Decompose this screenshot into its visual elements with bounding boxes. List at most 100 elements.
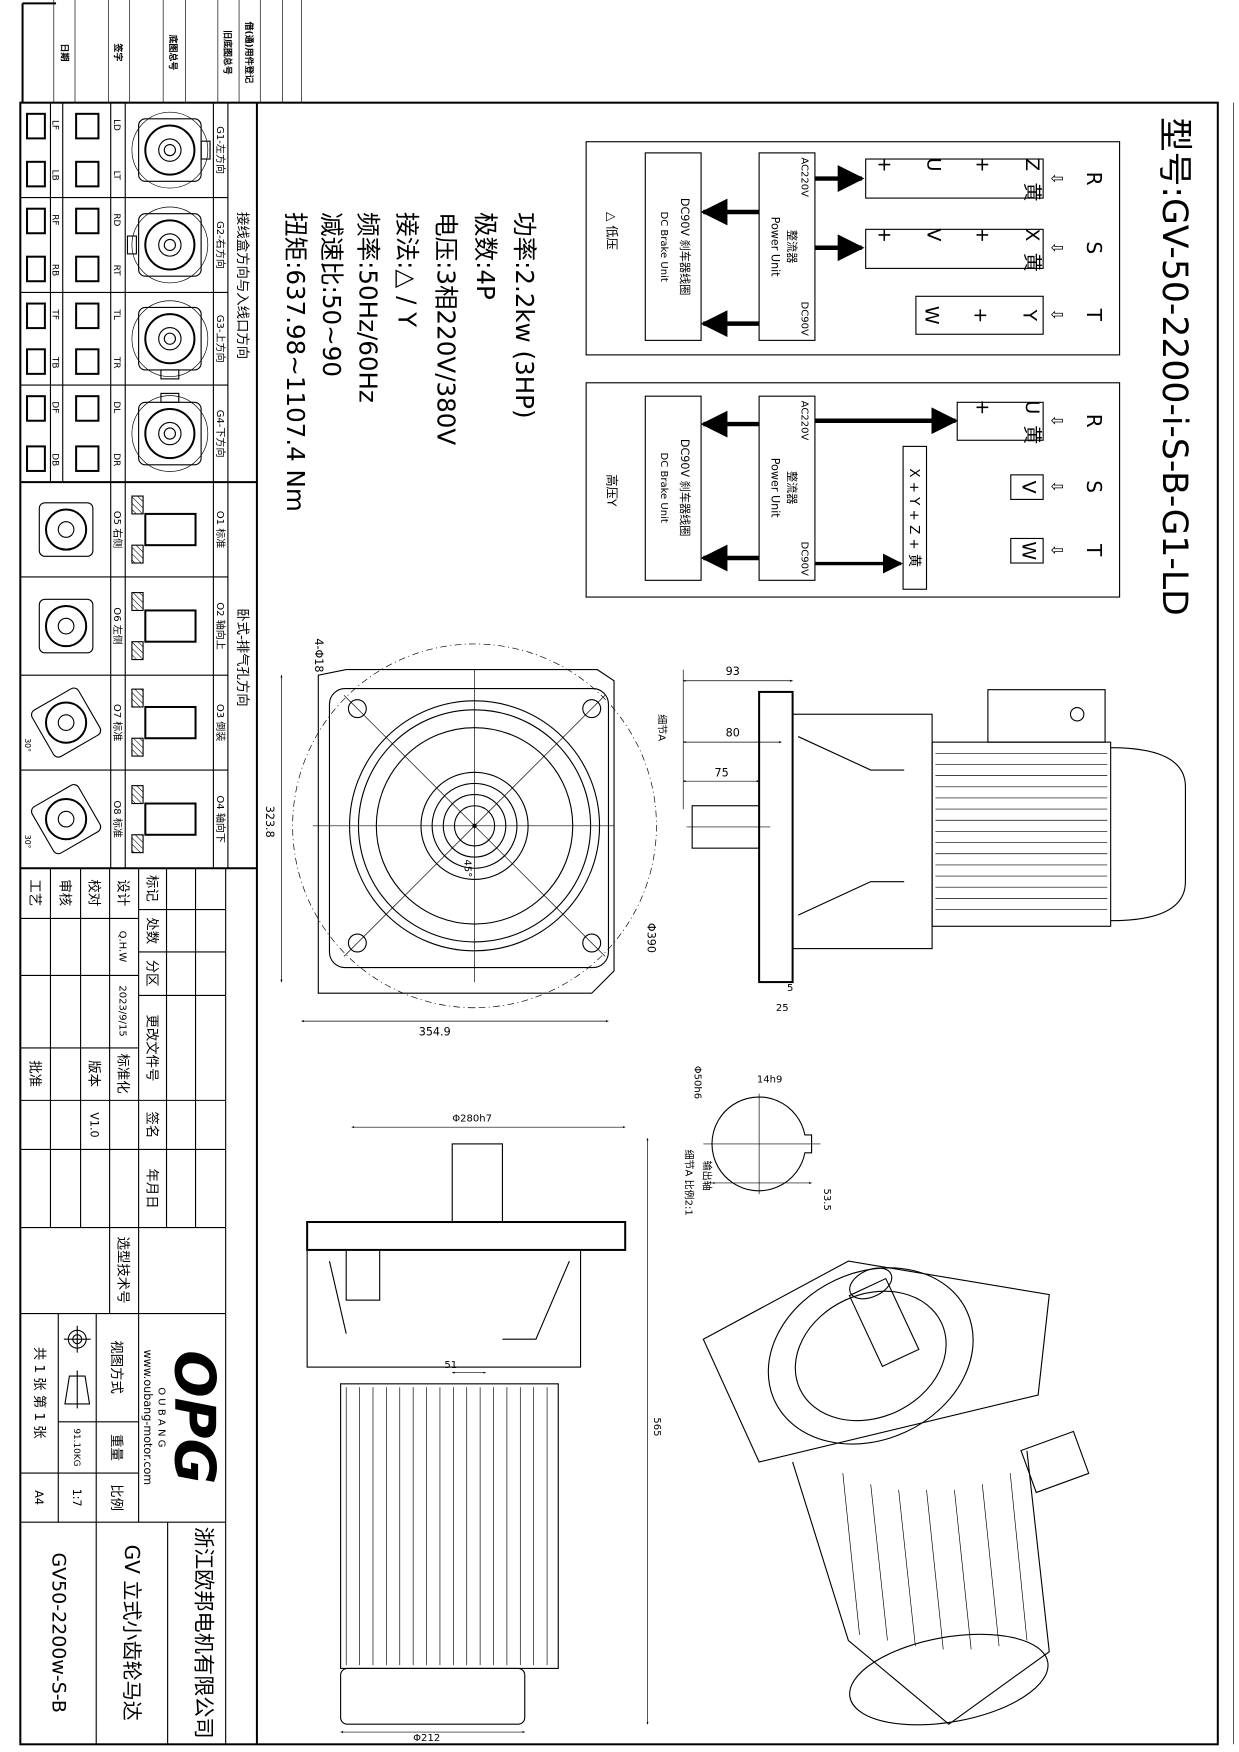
terminal-box-icon — [160, 369, 180, 380]
angle-label: 30° — [23, 835, 32, 849]
terminal-box-XV: X + V + 黄 — [865, 224, 1044, 271]
margin-label-date: 日期 — [59, 44, 71, 62]
motor-face-drawing — [158, 138, 182, 162]
mounting-hatch — [131, 688, 144, 708]
design-date: 2023/9/15 — [117, 985, 128, 1036]
position-code-label: DR — [111, 453, 121, 466]
spec-connection: 接法:△ / Y — [393, 212, 422, 328]
spec-ratio: 减速比:50~90 — [317, 212, 346, 377]
face-code-label: O5 右侧 — [111, 511, 124, 549]
dim-key-width: 14h9 — [757, 1075, 783, 1086]
motor-face-drawing — [138, 118, 202, 182]
dim-25: 25 — [776, 1003, 789, 1014]
title-block: 标记 处数 分区 更改文件号 签名 年月日 设计 Q.H.W 2023/9/15… — [20, 868, 226, 1745]
motor-face-drawing — [131, 395, 209, 472]
bolt-holes — [347, 699, 602, 953]
motor-face-drawing — [144, 124, 196, 176]
terminal-box-YW: Y + W — [915, 295, 1044, 335]
motor-face-drawing — [30, 784, 102, 855]
junction-box-icon — [26, 302, 46, 330]
motor-face-drawing — [57, 714, 75, 731]
dim-key-depth: 53.5 — [821, 1189, 832, 1211]
junction-box-icon — [26, 160, 46, 188]
logo-name: O U B A N G — [156, 1387, 167, 1447]
brake-unit-line2: DC Brake Unit — [658, 453, 669, 523]
junction-box-icon — [26, 395, 46, 422]
process-label: 工艺 — [26, 879, 42, 906]
terminal-box-V: V — [1010, 474, 1044, 500]
junction-box-icon — [26, 255, 46, 283]
motor-face-drawing — [144, 408, 196, 460]
product-name: GV 立式小齿轮马达 — [120, 1545, 144, 1721]
motor-face-drawing — [138, 306, 202, 371]
motor-face-drawing — [44, 701, 88, 744]
brake-unit-line2: DC Brake Unit — [658, 211, 669, 281]
junction-box-icon — [75, 160, 100, 188]
junction-box-icon — [26, 207, 46, 235]
dim-offset: 51 — [444, 1360, 457, 1371]
shaft-detail-scale: 细节A 比例2:1 — [682, 1149, 695, 1215]
junction-box-icon — [75, 395, 100, 422]
motor-face-drawing — [158, 233, 182, 257]
junction-box-icon — [75, 255, 100, 283]
motor-face-drawing — [131, 206, 209, 284]
motor-face-drawing — [44, 604, 88, 648]
motor-face-drawing — [158, 326, 182, 351]
power-unit-name-cn: 整流器 — [785, 471, 799, 504]
mounting-hatch — [131, 592, 144, 612]
margin-label-base-no: 底图总号 — [167, 35, 179, 71]
motor-face-drawing — [163, 332, 177, 345]
motor-face-drawing — [38, 598, 94, 654]
power-unit-ac: AC220V — [799, 157, 810, 197]
motor-face-drawing — [163, 143, 177, 157]
mounting-hatch — [131, 737, 144, 757]
paper-size: A4 — [32, 1490, 45, 1505]
dim-angle: 45° — [461, 859, 472, 877]
direction-code-label: G3-上方向 — [214, 315, 227, 363]
input-R: R — [1082, 172, 1106, 186]
position-code-label: LD — [111, 119, 121, 131]
header-date: 年月日 — [144, 1168, 160, 1208]
wiring-diagram-low-voltage: R S T ⇩ ⇩ ⇩ AC220V DC90V 整流器 Power Unit … — [585, 141, 1121, 356]
position-code-label: DL — [111, 401, 121, 413]
motor-face-drawing — [163, 427, 177, 440]
company-url: www.oubang-motor.com — [141, 1349, 154, 1485]
side-view-drawing — [144, 609, 197, 643]
terminal-box-icon — [160, 392, 180, 403]
input-S: S — [1082, 480, 1106, 493]
model-title: 型号:GV-50-2200-i-S-B-G1-LD — [1154, 117, 1194, 616]
detail-a-label: 细节A — [656, 714, 669, 741]
mounting-hatch — [131, 495, 144, 515]
terminal-box-W: W — [1010, 537, 1044, 564]
spec-power: 功率:2.2kw (3HP) — [510, 212, 539, 419]
motor-face-drawing — [163, 238, 177, 252]
brake-unit-line1: DC90V 刹车器线圈 — [678, 439, 692, 537]
orientation-table: 接线盒方向与入线口方向 卧式-排气孔方向 G1-左方向LDLTLFLBG2-右方… — [20, 102, 257, 870]
side-code-label: DF — [50, 401, 60, 413]
input-S: S — [1082, 241, 1106, 254]
margin-label-borrowed: 借(通)用件登记 — [243, 21, 255, 84]
motor-face-drawing — [138, 213, 202, 277]
motor-face-drawing — [44, 508, 88, 551]
down-arrow-icon: ⇩ — [1048, 241, 1066, 254]
side-code-label: DB — [50, 453, 60, 466]
motor-face-drawing — [131, 111, 209, 189]
isometric-view — [702, 1260, 1090, 1726]
input-T: T — [1082, 543, 1106, 557]
terminal-box — [987, 689, 1106, 743]
dim-height: 323.8 — [263, 806, 276, 838]
position-code-label: LT — [111, 171, 121, 181]
connection-mode-low: △ 低压 — [604, 212, 618, 250]
motor-face-drawing — [144, 219, 196, 271]
side-code-label: TB — [50, 356, 60, 369]
side-view-drawing — [144, 512, 197, 547]
junction-box-icon — [75, 112, 100, 140]
mounting-hatch — [131, 544, 144, 564]
power-unit-name-en: Power Unit — [768, 458, 781, 519]
terminal-box-icon — [200, 140, 211, 160]
shaft-name: 输出轴 — [700, 1161, 713, 1191]
dim-80: 80 — [726, 727, 740, 740]
mounting-hatch — [131, 834, 144, 854]
orientation-cells: G1-左方向LDLTLFLBG2-右方向RDRTRFRBG3-上方向TLTRTF… — [23, 111, 227, 855]
